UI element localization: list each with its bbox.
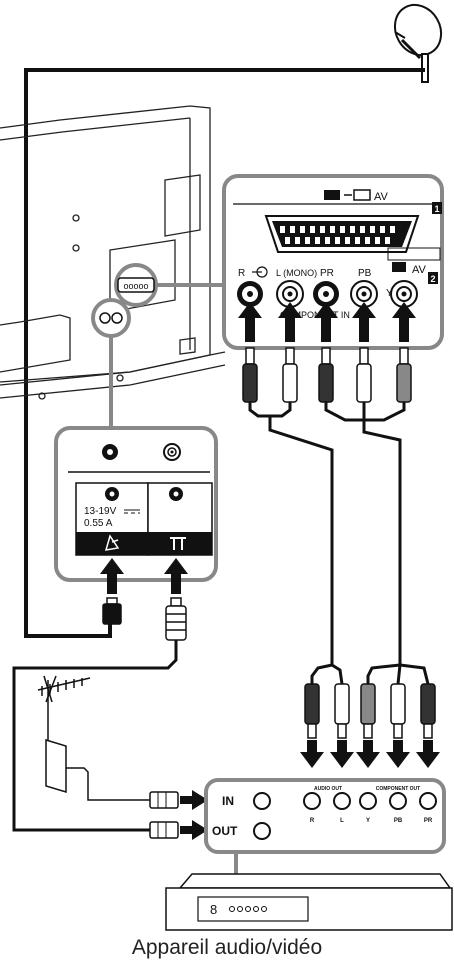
- device-r-label: R: [310, 818, 315, 824]
- headphone-jack-icon: [252, 266, 268, 278]
- input-label-y: Y: [386, 288, 393, 299]
- av1-number: 1: [434, 204, 439, 214]
- input-label-pb: PB: [358, 268, 372, 279]
- antenna-input-panel: 13-19V 0.55 A: [54, 426, 218, 582]
- audio-out-label: AUDIO OUT: [314, 786, 342, 792]
- scart-icon: [324, 189, 371, 201]
- audio-cable: [248, 402, 334, 665]
- rca-jack-l: [276, 280, 304, 308]
- component-cable: [324, 402, 406, 665]
- input-label-l-mono: L (MONO): [276, 268, 317, 278]
- input-label-pr: PR: [320, 268, 334, 279]
- scart-connector: [264, 215, 420, 253]
- satellite-current: 0.55 A: [84, 518, 113, 529]
- input-label-r: R: [238, 268, 245, 279]
- satellite-plug: [102, 597, 122, 625]
- component-out-label: COMPONENT OUT: [376, 786, 420, 792]
- antenna-jack-terrestrial: [163, 443, 181, 461]
- device-pb-label: PB: [394, 818, 403, 824]
- av2-label: AV: [412, 264, 427, 276]
- satellite-symbol-icon: [104, 534, 120, 551]
- device-in-label: IN: [222, 794, 234, 808]
- terrestrial-antenna-icon: [37, 675, 150, 801]
- rca-plugs-bottom: [304, 683, 436, 739]
- rca-jack-pb: [350, 280, 378, 308]
- cable-splits: [310, 663, 430, 685]
- rca-jack-y: [390, 280, 418, 308]
- tv-back-panel: [0, 105, 226, 400]
- svg-text:ooooo: ooooo: [123, 281, 148, 291]
- antenna-jack-sat: [102, 444, 118, 460]
- device-in-cable: [149, 790, 208, 810]
- av2-number: 2: [430, 274, 435, 284]
- rca-plugs-top: [242, 347, 412, 403]
- device-indicator-dots: [229, 906, 267, 912]
- av-input-panel: AV 1 AV 2: [222, 174, 444, 350]
- terrestrial-cable: [12, 640, 178, 832]
- av1-label: AV: [374, 191, 389, 203]
- arrows-into-device: [300, 740, 440, 768]
- device-pr-label: PR: [424, 818, 433, 824]
- arrows-into-antenna: [100, 558, 188, 594]
- terrestrial-plug: [165, 597, 187, 641]
- satellite-voltage: 13-19V: [84, 506, 117, 517]
- device-rear-panel: IN OUT AUDIO OUT COMPONENT OUT R L Y PB …: [204, 778, 446, 854]
- device-digit: 8: [210, 902, 217, 917]
- satellite-cable: [24, 68, 425, 638]
- component-in-label: COMPONENT IN: [280, 310, 350, 320]
- terrestrial-symbol-icon: [170, 537, 186, 550]
- rca-jack-pr: [313, 281, 339, 307]
- zoom-circle-antenna: [91, 298, 131, 338]
- device-out-label: OUT: [212, 824, 238, 838]
- device-caption: Appareil audio/vidéo: [131, 936, 323, 959]
- device-out-cable: [149, 820, 208, 840]
- device-l-label: L: [340, 818, 344, 824]
- device-y-label: Y: [366, 818, 370, 824]
- av-device: 8: [165, 873, 453, 931]
- zoom-circle-av: ooooo: [114, 263, 158, 307]
- rca-jack-r: [237, 281, 263, 307]
- arrows-into-tv: [238, 302, 416, 342]
